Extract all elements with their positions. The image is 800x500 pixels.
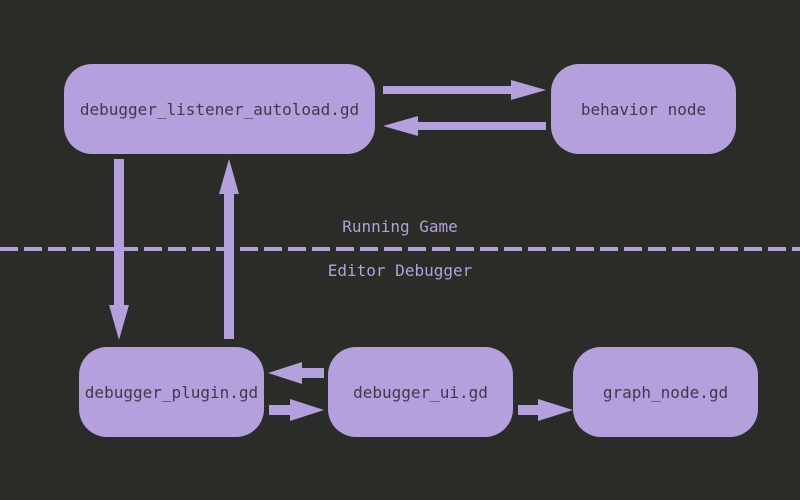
arrow-ui-to-graph bbox=[518, 399, 573, 421]
arrow-plugin-to-listener bbox=[219, 159, 239, 339]
node-label: behavior node bbox=[580, 99, 707, 119]
node-label: graph_node.gd bbox=[602, 382, 729, 402]
node-label: debugger_listener_autoload.gd bbox=[79, 99, 360, 119]
node-debugger-listener-autoload: debugger_listener_autoload.gd bbox=[64, 64, 375, 154]
arrow-listener-to-plugin bbox=[109, 159, 129, 340]
arrow-ui-to-plugin bbox=[268, 362, 324, 384]
node-debugger-plugin: debugger_plugin.gd bbox=[79, 347, 264, 437]
arrow-behavior-to-listener bbox=[383, 116, 546, 136]
region-label-running-game: Running Game bbox=[342, 217, 458, 236]
node-graph: graph_node.gd bbox=[573, 347, 758, 437]
node-debugger-ui: debugger_ui.gd bbox=[328, 347, 513, 437]
arrow-listener-to-behavior bbox=[383, 80, 546, 100]
node-label: debugger_ui.gd bbox=[353, 382, 488, 402]
node-behavior: behavior node bbox=[551, 64, 736, 154]
region-label-editor-debugger: Editor Debugger bbox=[327, 261, 473, 280]
arrow-plugin-to-ui bbox=[269, 399, 324, 421]
node-label: debugger_plugin.gd bbox=[84, 382, 259, 402]
